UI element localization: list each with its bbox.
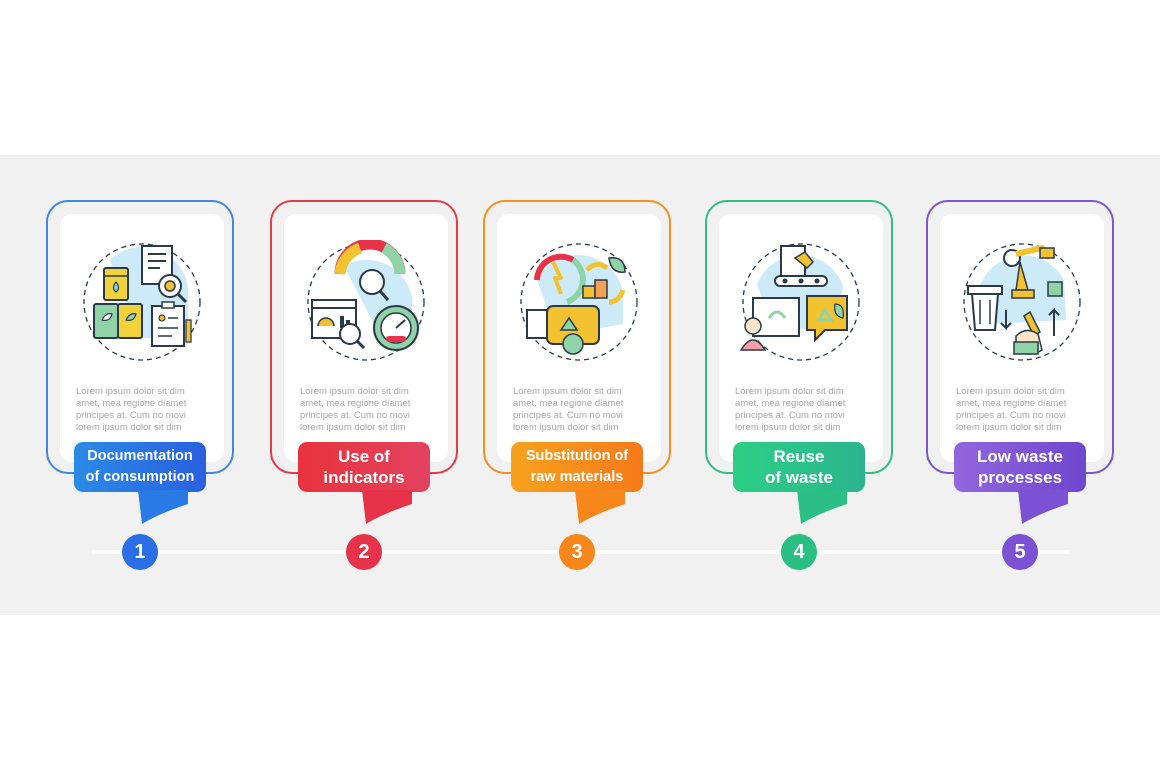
step-card: Lorem ipsum dolor sit dim amet, mea regi… xyxy=(719,214,883,462)
description-line: lorem ipsum dolor sit dim xyxy=(76,422,182,433)
description-line: Lorem ipsum dolor sit dim xyxy=(513,386,622,397)
step-2: Lorem ipsum dolor sit dim amet, mea regi… xyxy=(270,200,460,590)
description-line: principes at. Cum no movi xyxy=(300,410,410,421)
title-line: raw materials xyxy=(530,469,624,485)
low-waste-process-icon xyxy=(963,243,1081,361)
step-card: Lorem ipsum dolor sit dim amet, mea regi… xyxy=(60,214,224,462)
badge-tail xyxy=(797,490,847,524)
step-title-badge: Low waste processes xyxy=(954,442,1086,492)
title-line: Use of xyxy=(338,447,390,466)
description-line: lorem ipsum dolor sit dim xyxy=(300,422,406,433)
documentation-consumption-icon xyxy=(83,243,201,361)
description-line: Lorem ipsum dolor sit dim xyxy=(956,386,1065,397)
description-line: amet, mea regione diamet xyxy=(300,398,411,409)
description-line: principes at. Cum no movi xyxy=(76,410,186,421)
badge-tail xyxy=(362,490,412,524)
step-card: Lorem ipsum dolor sit dim amet, mea regi… xyxy=(284,214,448,462)
title-line: of consumption xyxy=(85,469,195,485)
description-line: amet, mea regione diamet xyxy=(956,398,1067,409)
description-line: principes at. Cum no movi xyxy=(513,410,623,421)
step-4: Lorem ipsum dolor sit dim amet, mea regi… xyxy=(705,200,895,590)
step-frame: Lorem ipsum dolor sit dim amet, mea regi… xyxy=(926,200,1114,474)
badge-tail xyxy=(575,490,625,524)
badge-tail xyxy=(1018,490,1068,524)
description-line: principes at. Cum no movi xyxy=(956,410,1066,421)
step-frame: Lorem ipsum dolor sit dim amet, mea regi… xyxy=(270,200,458,474)
step-number: 3 xyxy=(559,534,595,570)
step-description: Lorem ipsum dolor sit dim amet, mea regi… xyxy=(300,386,434,434)
raw-materials-recycle-icon xyxy=(520,243,638,361)
step-1: Lorem ipsum dolor sit dim amet, mea regi… xyxy=(46,200,236,590)
step-frame: Lorem ipsum dolor sit dim amet, mea regi… xyxy=(705,200,893,474)
step-card: Lorem ipsum dolor sit dim amet, mea regi… xyxy=(940,214,1104,462)
description-line: principes at. Cum no movi xyxy=(735,410,845,421)
step-3: Lorem ipsum dolor sit dim amet, mea regi… xyxy=(483,200,673,590)
step-title-badge: Reuse of waste xyxy=(733,442,865,492)
step-title-badge: Substitution of raw materials xyxy=(511,442,643,492)
step-frame: Lorem ipsum dolor sit dim amet, mea regi… xyxy=(483,200,671,474)
step-card: Lorem ipsum dolor sit dim amet, mea regi… xyxy=(497,214,661,462)
description-line: lorem ipsum dolor sit dim xyxy=(735,422,841,433)
step-title-badge: Documentation of consumption xyxy=(74,442,206,492)
badge-tail xyxy=(138,490,188,524)
description-line: Lorem ipsum dolor sit dim xyxy=(735,386,844,397)
description-line: amet, mea regione diamet xyxy=(76,398,187,409)
step-number: 1 xyxy=(122,534,158,570)
description-line: amet, mea regione diamet xyxy=(513,398,624,409)
title-line: processes xyxy=(977,468,1063,487)
title-line: Reuse xyxy=(773,447,825,466)
step-number: 2 xyxy=(346,534,382,570)
step-description: Lorem ipsum dolor sit dim amet, mea regi… xyxy=(956,386,1090,434)
description-line: Lorem ipsum dolor sit dim xyxy=(76,386,185,397)
step-description: Lorem ipsum dolor sit dim amet, mea regi… xyxy=(513,386,647,434)
description-line: Lorem ipsum dolor sit dim xyxy=(300,386,409,397)
waste-reuse-icon xyxy=(739,243,860,361)
description-line: amet, mea regione diamet xyxy=(735,398,846,409)
step-5: Lorem ipsum dolor sit dim amet, mea regi… xyxy=(926,200,1116,590)
step-frame: Lorem ipsum dolor sit dim amet, mea regi… xyxy=(46,200,234,474)
step-description: Lorem ipsum dolor sit dim amet, mea regi… xyxy=(735,386,869,434)
title-line: of waste xyxy=(764,468,834,487)
indicators-gauge-icon xyxy=(307,240,425,361)
description-line: lorem ipsum dolor sit dim xyxy=(513,422,619,433)
step-description: Lorem ipsum dolor sit dim amet, mea regi… xyxy=(76,386,210,434)
description-line: lorem ipsum dolor sit dim xyxy=(956,422,1062,433)
title-line: Substitution of xyxy=(525,448,629,464)
title-line: indicators xyxy=(323,468,405,487)
step-number: 5 xyxy=(1002,534,1038,570)
title-line: Documentation xyxy=(87,448,193,464)
title-line: Low waste xyxy=(977,447,1063,466)
step-title-badge: Use of indicators xyxy=(298,442,430,492)
step-number: 4 xyxy=(781,534,817,570)
